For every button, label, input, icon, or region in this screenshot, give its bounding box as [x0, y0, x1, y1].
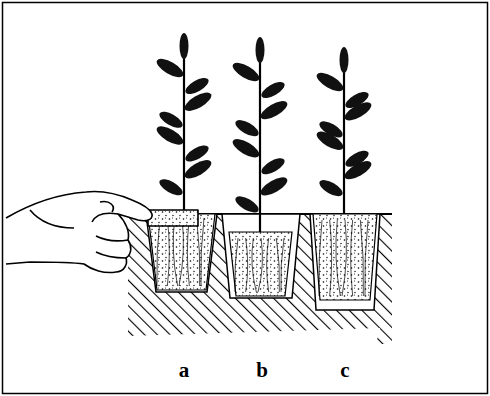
leaf — [314, 128, 346, 153]
leaf — [230, 59, 262, 84]
seedling — [230, 37, 290, 232]
leaf — [182, 89, 214, 114]
figure-letter: c — [340, 360, 349, 381]
root — [267, 238, 269, 292]
leaf — [314, 69, 346, 94]
roots — [157, 218, 368, 296]
root — [235, 238, 238, 292]
leaf — [154, 123, 186, 148]
leaf — [259, 155, 287, 178]
root — [157, 218, 160, 286]
leaf — [258, 174, 290, 199]
root — [173, 218, 177, 286]
pot-wall — [148, 210, 198, 226]
root — [179, 218, 183, 286]
leaf — [180, 33, 189, 59]
root — [342, 220, 346, 296]
leaf — [256, 37, 265, 63]
seedlings — [154, 33, 374, 232]
leaf — [259, 79, 287, 102]
root — [365, 220, 368, 296]
planting-hole — [310, 214, 380, 310]
leaf — [258, 97, 290, 122]
root — [336, 220, 340, 296]
root — [258, 238, 262, 292]
root — [201, 218, 204, 286]
root — [360, 220, 363, 296]
leaf — [342, 157, 374, 182]
leaf — [233, 117, 261, 140]
leaf — [157, 176, 185, 199]
hand — [6, 191, 198, 272]
root — [197, 218, 200, 286]
root-ball — [313, 214, 377, 300]
figure-letter: b — [256, 360, 268, 381]
root — [167, 218, 169, 286]
root — [252, 238, 256, 292]
stem — [343, 50, 345, 214]
leaf — [230, 136, 262, 161]
root — [351, 220, 353, 296]
root — [246, 238, 248, 292]
soil-section — [128, 214, 392, 344]
stem — [183, 36, 185, 214]
leaf — [340, 47, 349, 73]
root — [276, 238, 279, 292]
seedling — [154, 33, 214, 214]
root — [187, 218, 189, 286]
root — [319, 220, 322, 296]
leaf — [233, 193, 261, 216]
leaf — [317, 177, 345, 200]
root — [330, 220, 332, 296]
leaf — [154, 55, 186, 80]
leaf — [182, 157, 214, 182]
seedling — [314, 47, 374, 214]
figure-letter: a — [179, 360, 190, 381]
frame — [3, 3, 488, 394]
root-ball — [229, 232, 292, 296]
stem — [259, 40, 261, 232]
root — [281, 238, 284, 292]
leaf — [342, 99, 374, 124]
